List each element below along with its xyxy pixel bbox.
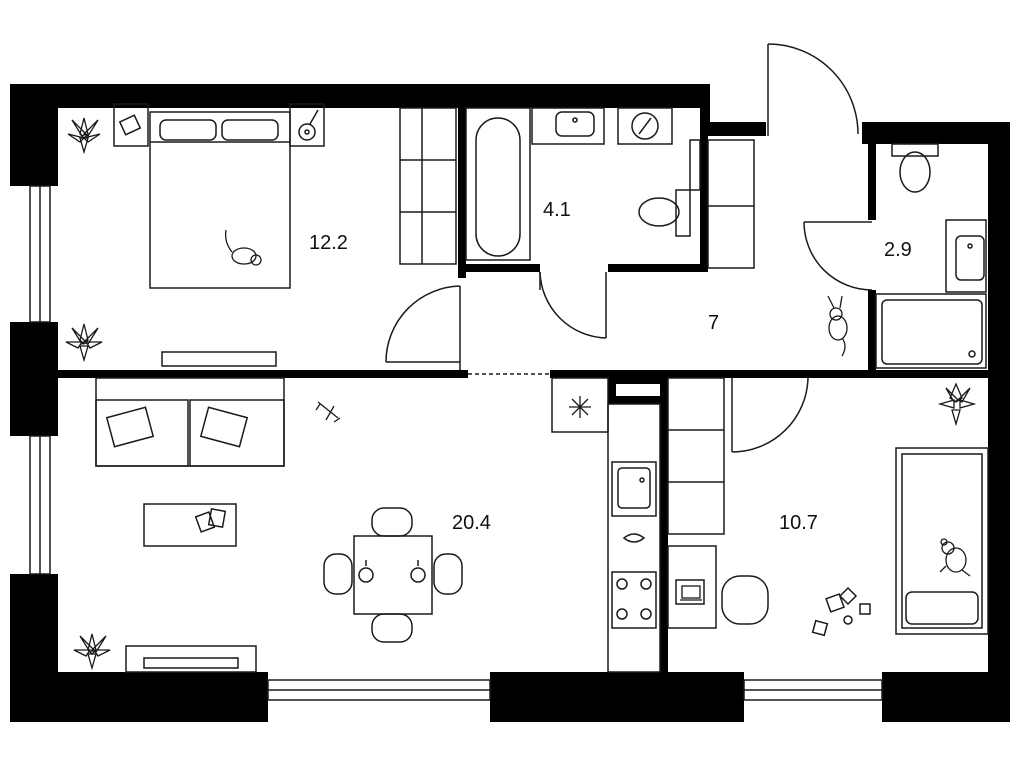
airplane-toy-icon [315, 401, 341, 423]
interior-walls [58, 108, 988, 672]
plant-icon [65, 323, 103, 363]
bedroom-area-label: 12.2 [309, 232, 348, 254]
toilet-area-label: 2.9 [884, 239, 912, 261]
living-furniture [95, 377, 463, 673]
windows [29, 185, 883, 701]
teddy-bear-icon [939, 538, 971, 577]
cat-icon [224, 229, 262, 266]
kids-room-area-label: 10.7 [779, 512, 818, 534]
rabbit-icon [827, 295, 848, 357]
doors [385, 43, 873, 453]
hallway-area-label: 7 [708, 312, 720, 334]
living-kitchen-area-label: 20.4 [452, 512, 491, 534]
plant-icon [937, 382, 977, 427]
hallway-wardrobe [707, 139, 755, 269]
plant-icon [73, 633, 111, 671]
kids-room-furniture [667, 377, 989, 637]
bathroom-fixtures [465, 107, 701, 261]
bedroom-furniture [113, 103, 457, 367]
plant-icon [67, 117, 101, 155]
bathroom-area-label: 4.1 [543, 199, 571, 221]
exterior-walls [10, 84, 1010, 722]
kitchen-units [551, 377, 661, 673]
toilet-fixtures [875, 143, 987, 369]
snowflake-icon [569, 396, 591, 418]
laptop-icon [680, 585, 702, 601]
